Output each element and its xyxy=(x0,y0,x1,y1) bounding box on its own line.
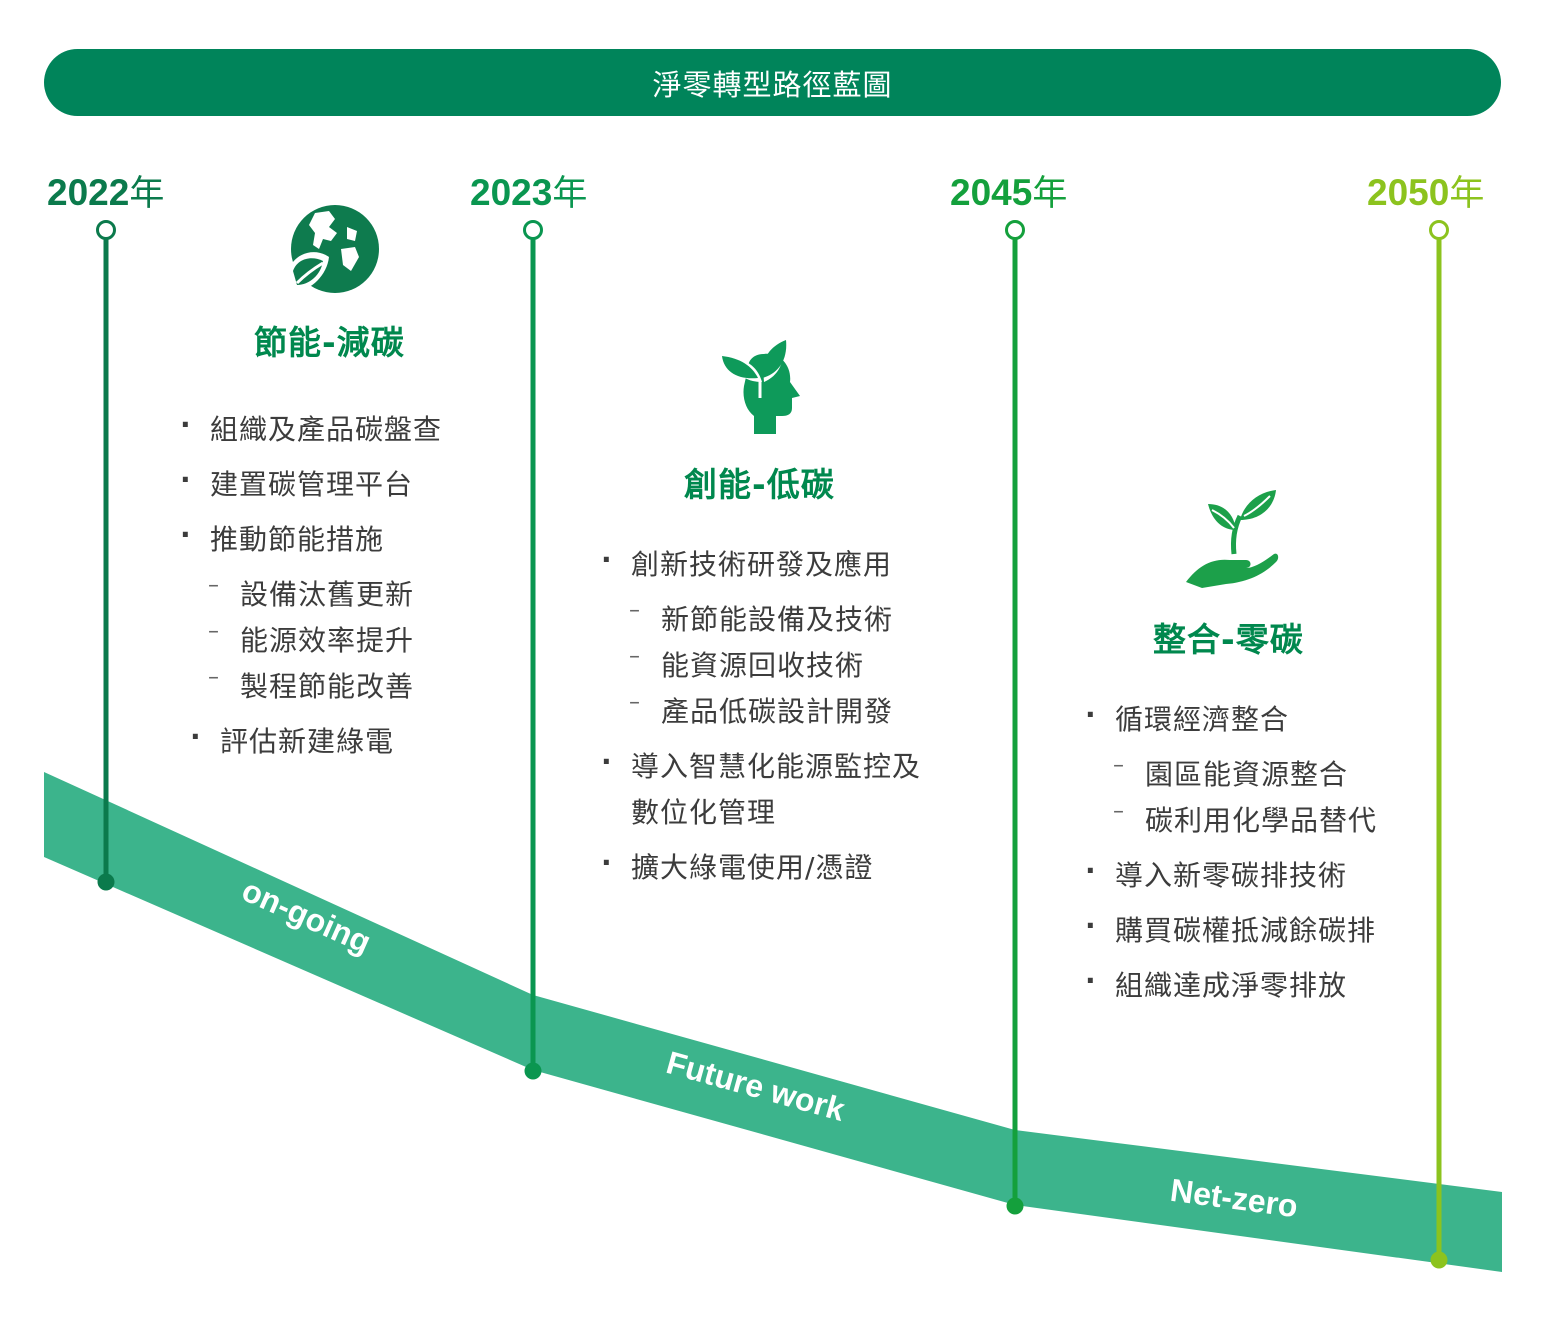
year-suffix: 年 xyxy=(552,174,588,214)
progress-band xyxy=(44,772,1502,1272)
list-subitem: 製程節能改善 xyxy=(180,665,442,720)
list-item: 組織及產品碳盤查 xyxy=(180,408,442,463)
head-sprout-icon xyxy=(722,340,800,434)
timeline-line-2045 xyxy=(1005,220,1025,1215)
phase-1-title: 節能-減碳 xyxy=(254,323,405,362)
timeline-line-2050 xyxy=(1429,220,1449,1269)
list-item-continued: 數位化管理 xyxy=(631,796,777,829)
list-item: 建置碳管理平台 xyxy=(180,463,442,518)
year-number: 2022 xyxy=(47,172,130,213)
year-number: 2023 xyxy=(470,172,553,213)
phase-2-title: 創能-低碳 xyxy=(684,465,835,504)
list-subitem: 園區能資源整合 xyxy=(1085,753,1377,799)
year-label-2022: 2022年 xyxy=(47,170,164,217)
year-suffix: 年 xyxy=(1449,174,1485,214)
phase-2-list: 創新技術研發及應用 新節能設備及技術 能資源回收技術 產品低碳設計開發 導入智慧… xyxy=(601,543,921,892)
list-item: 導入智慧化能源監控及 xyxy=(601,745,921,791)
list-subitem: 碳利用化學品替代 xyxy=(1085,799,1377,854)
year-label-2050: 2050年 xyxy=(1367,170,1484,217)
timeline-line-2022 xyxy=(96,220,116,891)
list-item: 創新技術研發及應用 xyxy=(601,543,921,598)
list-item: 導入新零碳排技術 xyxy=(1085,854,1377,909)
list-item: 評估新建綠電 xyxy=(190,720,442,766)
list-item: 推動節能措施 xyxy=(180,518,442,573)
phase-3-title: 整合-零碳 xyxy=(1153,620,1304,659)
phase-1-list: 組織及產品碳盤查 建置碳管理平台 推動節能措施 設備汰舊更新 能源效率提升 製程… xyxy=(180,408,442,766)
list-item: 擴大綠電使用/憑證 xyxy=(601,846,921,892)
year-number: 2050 xyxy=(1367,172,1450,213)
year-label-2023: 2023年 xyxy=(470,170,587,217)
year-suffix: 年 xyxy=(1032,174,1068,214)
list-subitem: 設備汰舊更新 xyxy=(180,573,442,619)
timeline-line-2023 xyxy=(523,220,543,1080)
list-subitem: 能源效率提升 xyxy=(180,619,442,665)
banner-title: 淨零轉型路徑藍圖 xyxy=(652,67,893,102)
earth-leaf-icon xyxy=(289,205,379,293)
list-item: 購買碳權抵減餘碳排 xyxy=(1085,909,1377,964)
year-number: 2045 xyxy=(950,172,1033,213)
roadmap-banner: 淨零轉型路徑藍圖 xyxy=(44,49,1501,116)
year-label-2045: 2045年 xyxy=(950,170,1067,217)
list-item: 組織達成淨零排放 xyxy=(1085,964,1377,1010)
list-subitem: 新節能設備及技術 xyxy=(601,598,921,644)
phase-3-list: 循環經濟整合 園區能資源整合 碳利用化學品替代 導入新零碳排技術 購買碳權抵減餘… xyxy=(1085,698,1377,1010)
hand-plant-icon xyxy=(1186,490,1279,588)
list-subitem: 能資源回收技術 xyxy=(601,644,921,690)
year-suffix: 年 xyxy=(129,174,165,214)
list-item: 循環經濟整合 xyxy=(1085,698,1377,753)
list-subitem: 產品低碳設計開發 xyxy=(601,690,921,745)
